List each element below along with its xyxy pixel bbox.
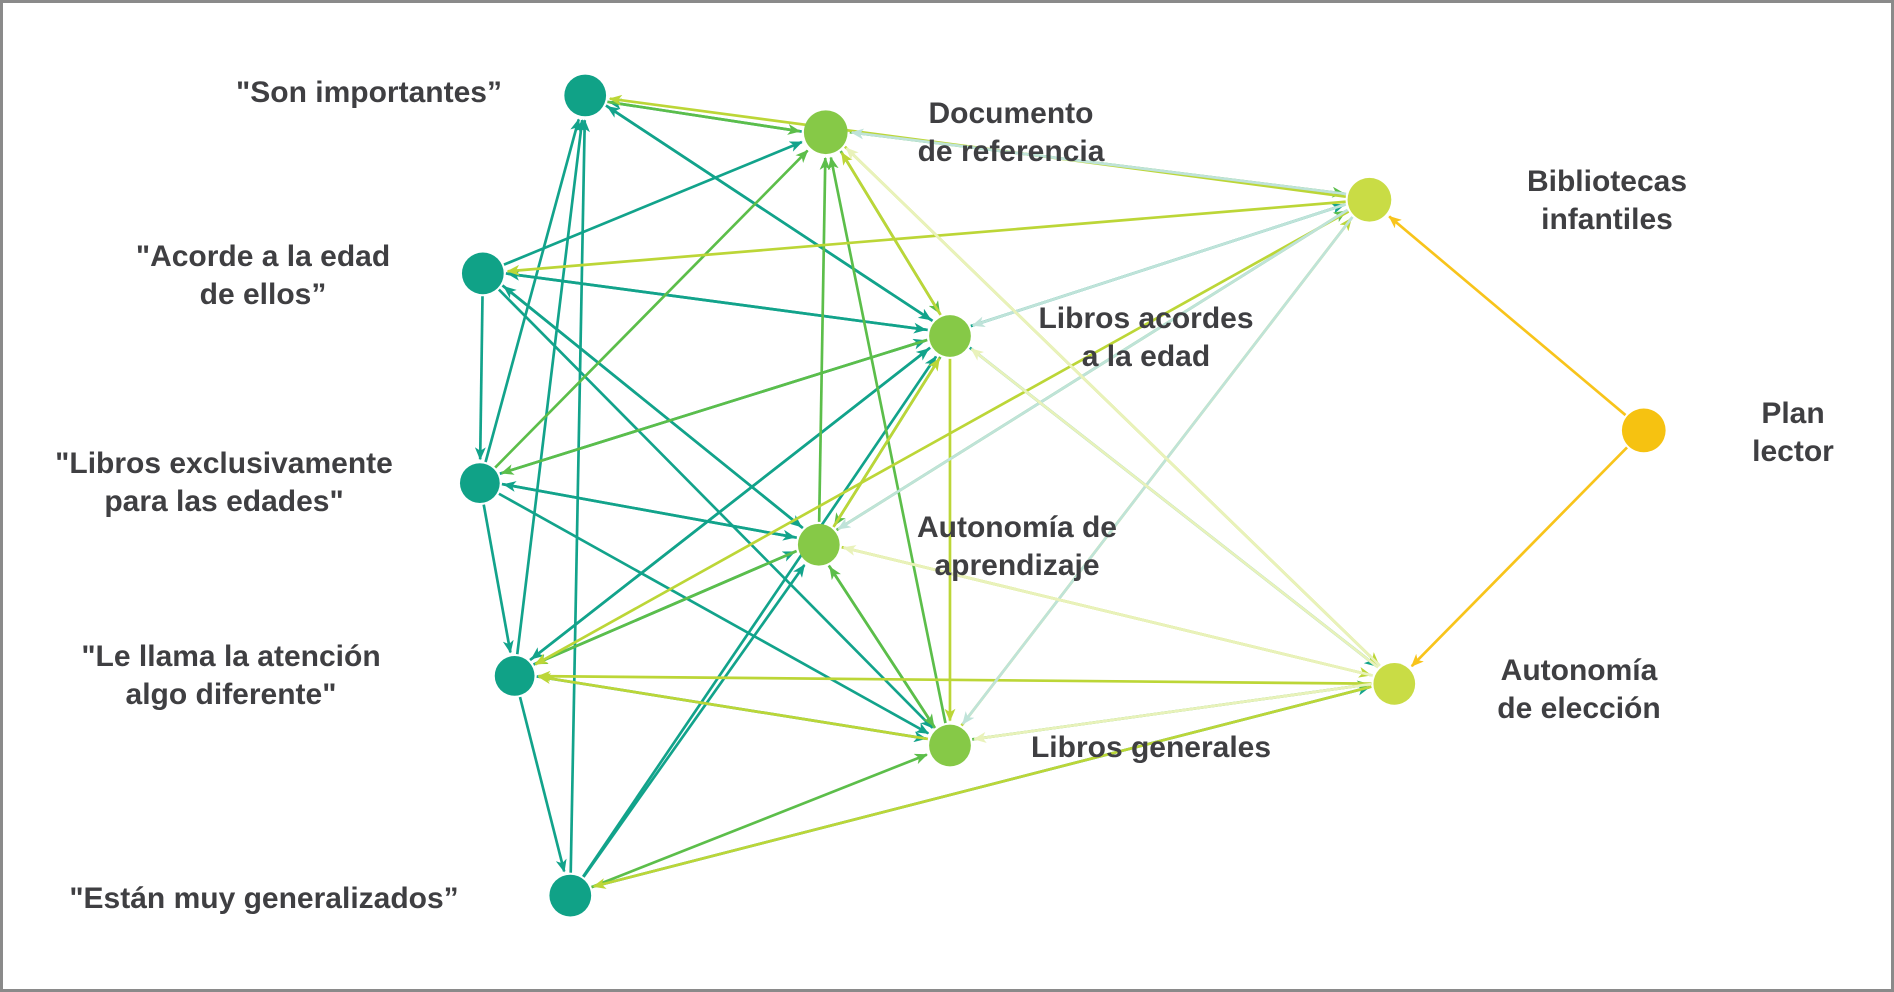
edge-aa-q2 bbox=[503, 285, 804, 530]
node-lg[interactable] bbox=[929, 724, 971, 767]
edge-q5-aa bbox=[582, 564, 806, 878]
edge-bi-dr bbox=[850, 128, 1347, 196]
node-q4[interactable] bbox=[494, 656, 535, 696]
edge-la-q2 bbox=[506, 269, 928, 332]
edge-la-q1 bbox=[606, 105, 934, 323]
edge-q3-dr bbox=[494, 149, 809, 469]
edge-aa-lg bbox=[827, 564, 936, 728]
edge-ae-lg bbox=[973, 682, 1372, 743]
edge-bi-la bbox=[971, 203, 1347, 327]
edge-la-dr bbox=[840, 151, 942, 316]
edge-q5-lg bbox=[591, 753, 928, 889]
node-q3[interactable] bbox=[459, 463, 500, 503]
node-la[interactable] bbox=[929, 315, 971, 357]
edge-q3-q4 bbox=[482, 504, 514, 654]
edge-q2-lg bbox=[497, 288, 934, 729]
edge-ae-q5 bbox=[592, 685, 1372, 889]
edge-q3-q1 bbox=[484, 118, 581, 463]
edge-q4-q5 bbox=[518, 696, 567, 873]
edge-pl-ae bbox=[1410, 446, 1628, 668]
edge-q2-q3 bbox=[474, 296, 486, 461]
edge-aa-q4 bbox=[534, 549, 798, 665]
node-q5[interactable] bbox=[549, 874, 592, 917]
network-graph bbox=[459, 74, 1666, 917]
edge-bi-lg bbox=[961, 216, 1354, 725]
node-q1[interactable] bbox=[564, 74, 607, 117]
node-pl[interactable] bbox=[1621, 408, 1666, 453]
edge-ae-aa bbox=[842, 545, 1374, 677]
edge-la-q3 bbox=[500, 338, 928, 475]
edge-lg-q4 bbox=[537, 673, 929, 741]
node-ae[interactable] bbox=[1373, 662, 1416, 705]
edge-q4-q1 bbox=[515, 119, 587, 655]
node-bi[interactable] bbox=[1347, 177, 1392, 222]
edge-bi-q4 bbox=[534, 210, 1350, 666]
edge-la-q4 bbox=[530, 346, 931, 660]
edge-pl-bi bbox=[1388, 215, 1627, 417]
node-q2[interactable] bbox=[461, 252, 504, 295]
edge-q1-dr bbox=[607, 100, 801, 135]
edge-aa-q3 bbox=[502, 481, 798, 540]
edge-q2-dr bbox=[503, 140, 803, 266]
edge-ae-la bbox=[970, 347, 1379, 669]
edge-bi-q2 bbox=[506, 200, 1346, 276]
edge-ae-dr bbox=[845, 147, 1381, 667]
edge-bi-aa bbox=[837, 208, 1349, 531]
edge-ae-q4 bbox=[537, 670, 1372, 685]
edge-aa-la bbox=[832, 357, 941, 528]
node-dr[interactable] bbox=[803, 110, 848, 155]
node-aa[interactable] bbox=[797, 523, 840, 566]
edge-q5-la bbox=[582, 355, 938, 878]
edge-aa-dr bbox=[817, 157, 831, 522]
edge-q3-lg bbox=[498, 492, 930, 735]
